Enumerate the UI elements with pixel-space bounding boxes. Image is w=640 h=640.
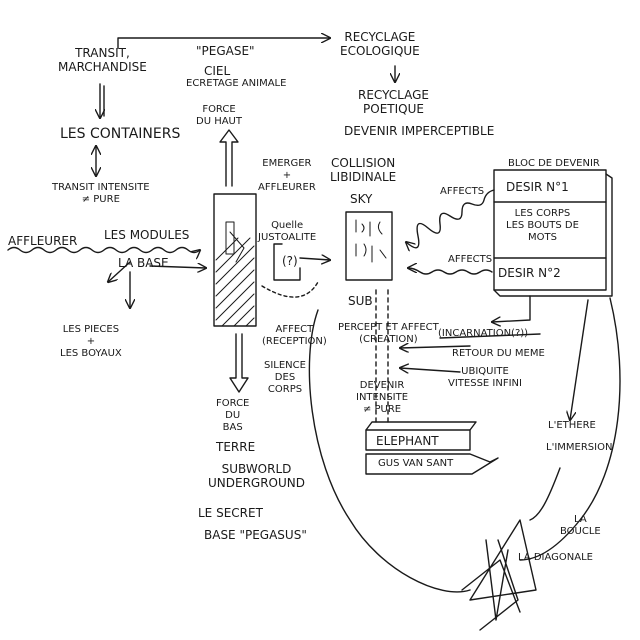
label-desir-1: DESIR N°1 — [506, 180, 569, 194]
loop-curve-ethere — [529, 467, 561, 521]
label-desir-2: DESIR N°2 — [498, 266, 561, 280]
label-emerger-affleurer: EMERGER + AFFLEURER — [258, 158, 316, 193]
justoalite-bracket — [273, 243, 301, 281]
label-la-boucle: LA BOUCLE — [560, 514, 601, 537]
arrow-retour — [400, 346, 471, 348]
justoalite-dashed — [261, 281, 319, 298]
label-transit-intensite: TRANSIT INTENSITE ≠ PURE — [52, 182, 150, 205]
label-la-diagonale: LA DIAGONALE — [518, 552, 593, 563]
label-bloc-de-devenir: BLOC DE DEVENIR — [508, 158, 600, 169]
wave-affects-lower — [408, 268, 493, 275]
label-sky: SKY — [350, 192, 373, 206]
label-devenir-imperceptible: DEVENIR IMPERCEPTIBLE — [344, 124, 495, 138]
label-gus-van-sant: GUS VAN SANT — [378, 458, 454, 469]
label-recyclage-poetique: RECYCLAGE POETIQUE — [358, 88, 429, 116]
label-les-containers: LES CONTAINERS — [60, 126, 181, 142]
wave-affleurer — [7, 246, 200, 253]
loop-curve-left — [308, 309, 471, 593]
sky-sub-inner-marks — [355, 219, 387, 263]
wave-affects-upper — [406, 189, 495, 248]
arrow-ubiquite — [400, 368, 461, 372]
label-les-corps: LES CORPS LES BOUTS DE MOTS — [506, 208, 579, 243]
label-recyclage-ecologique: RECYCLAGE ECOLOGIQUE — [340, 30, 420, 58]
elephant-box — [365, 429, 471, 451]
arrow-force-du-haut — [219, 129, 239, 187]
label-affleurer: AFFLEURER — [8, 234, 78, 248]
loop-curve-right — [519, 297, 621, 561]
label-limmersion: L'IMMERSION — [546, 442, 613, 453]
label-percept-creation: PERCEPT ET AFFECT (CREATION) — [338, 322, 439, 345]
bloc-de-devenir-box — [493, 169, 607, 291]
tower-hatching — [215, 221, 255, 327]
label-les-modules: LES MODULES — [104, 228, 190, 242]
label-silence-des-corps: SILENCE DES CORPS — [264, 360, 306, 395]
label-le-secret: LE SECRET — [198, 506, 263, 520]
gus-van-sant-box — [365, 453, 499, 475]
label-affects-lower: AFFECTS — [448, 254, 493, 265]
label-quelle-justoalite: Quelle JUSTOALITE — [258, 220, 317, 243]
sky-sub-box — [345, 211, 393, 281]
label-force-du-haut: FORCE DU HAUT — [196, 104, 242, 127]
label-la-base: LA BASE — [118, 256, 169, 270]
label-les-pieces: LES PIECES + LES BOYAUX — [60, 324, 122, 359]
label-base-pegasus: BASE "PEGASUS" — [204, 528, 307, 542]
arrow-bloc-to-affect — [492, 295, 531, 322]
arrow-top-to-recyclage — [117, 38, 330, 49]
label-question: (?) — [282, 254, 298, 268]
label-devenir-intensite: DEVENIR INTENSITE ≠ PURE — [356, 380, 409, 415]
arrow-la-base-right — [149, 266, 206, 268]
label-ciel: CIEL — [204, 64, 231, 78]
label-ubiquite: UBIQUITE VITESSE INFINI — [448, 366, 522, 389]
label-sub: SUB — [348, 294, 373, 308]
line-incarnation — [439, 333, 541, 339]
label-force-du-bas: FORCE DU BAS — [216, 398, 250, 433]
label-collision-libidinale: COLLISION LIBIDINALE — [330, 156, 397, 184]
label-pegase: "PEGASE" — [196, 44, 255, 58]
label-elephant: ELEPHANT — [376, 434, 439, 448]
diagonale-figure — [461, 519, 537, 631]
label-ecretage-animale: ECRETAGE ANIMALE — [186, 78, 287, 89]
bloc-shadow — [493, 173, 613, 297]
elephant-box-top — [365, 421, 477, 431]
arrow-la-base-left — [108, 261, 131, 282]
label-terre: TERRE — [216, 440, 256, 454]
label-affects-upper: AFFECTS — [440, 186, 485, 197]
central-tower — [213, 193, 257, 327]
label-affect-reception: AFFECT (RECEPTION) — [262, 324, 327, 347]
arrow-force-du-bas — [229, 333, 249, 393]
label-incarnation: (INCARNATION(?)) — [438, 328, 529, 339]
ethere-line — [570, 299, 589, 420]
justoalite-arrow — [299, 258, 330, 260]
label-retour-du-meme: RETOUR DU MEME — [452, 348, 545, 359]
label-subworld-underground: SUBWORLD UNDERGROUND — [208, 462, 306, 490]
label-lethere: L'ETHERE — [548, 420, 596, 431]
label-transit-marchandise: TRANSIT, MARCHANDISE — [58, 46, 147, 74]
